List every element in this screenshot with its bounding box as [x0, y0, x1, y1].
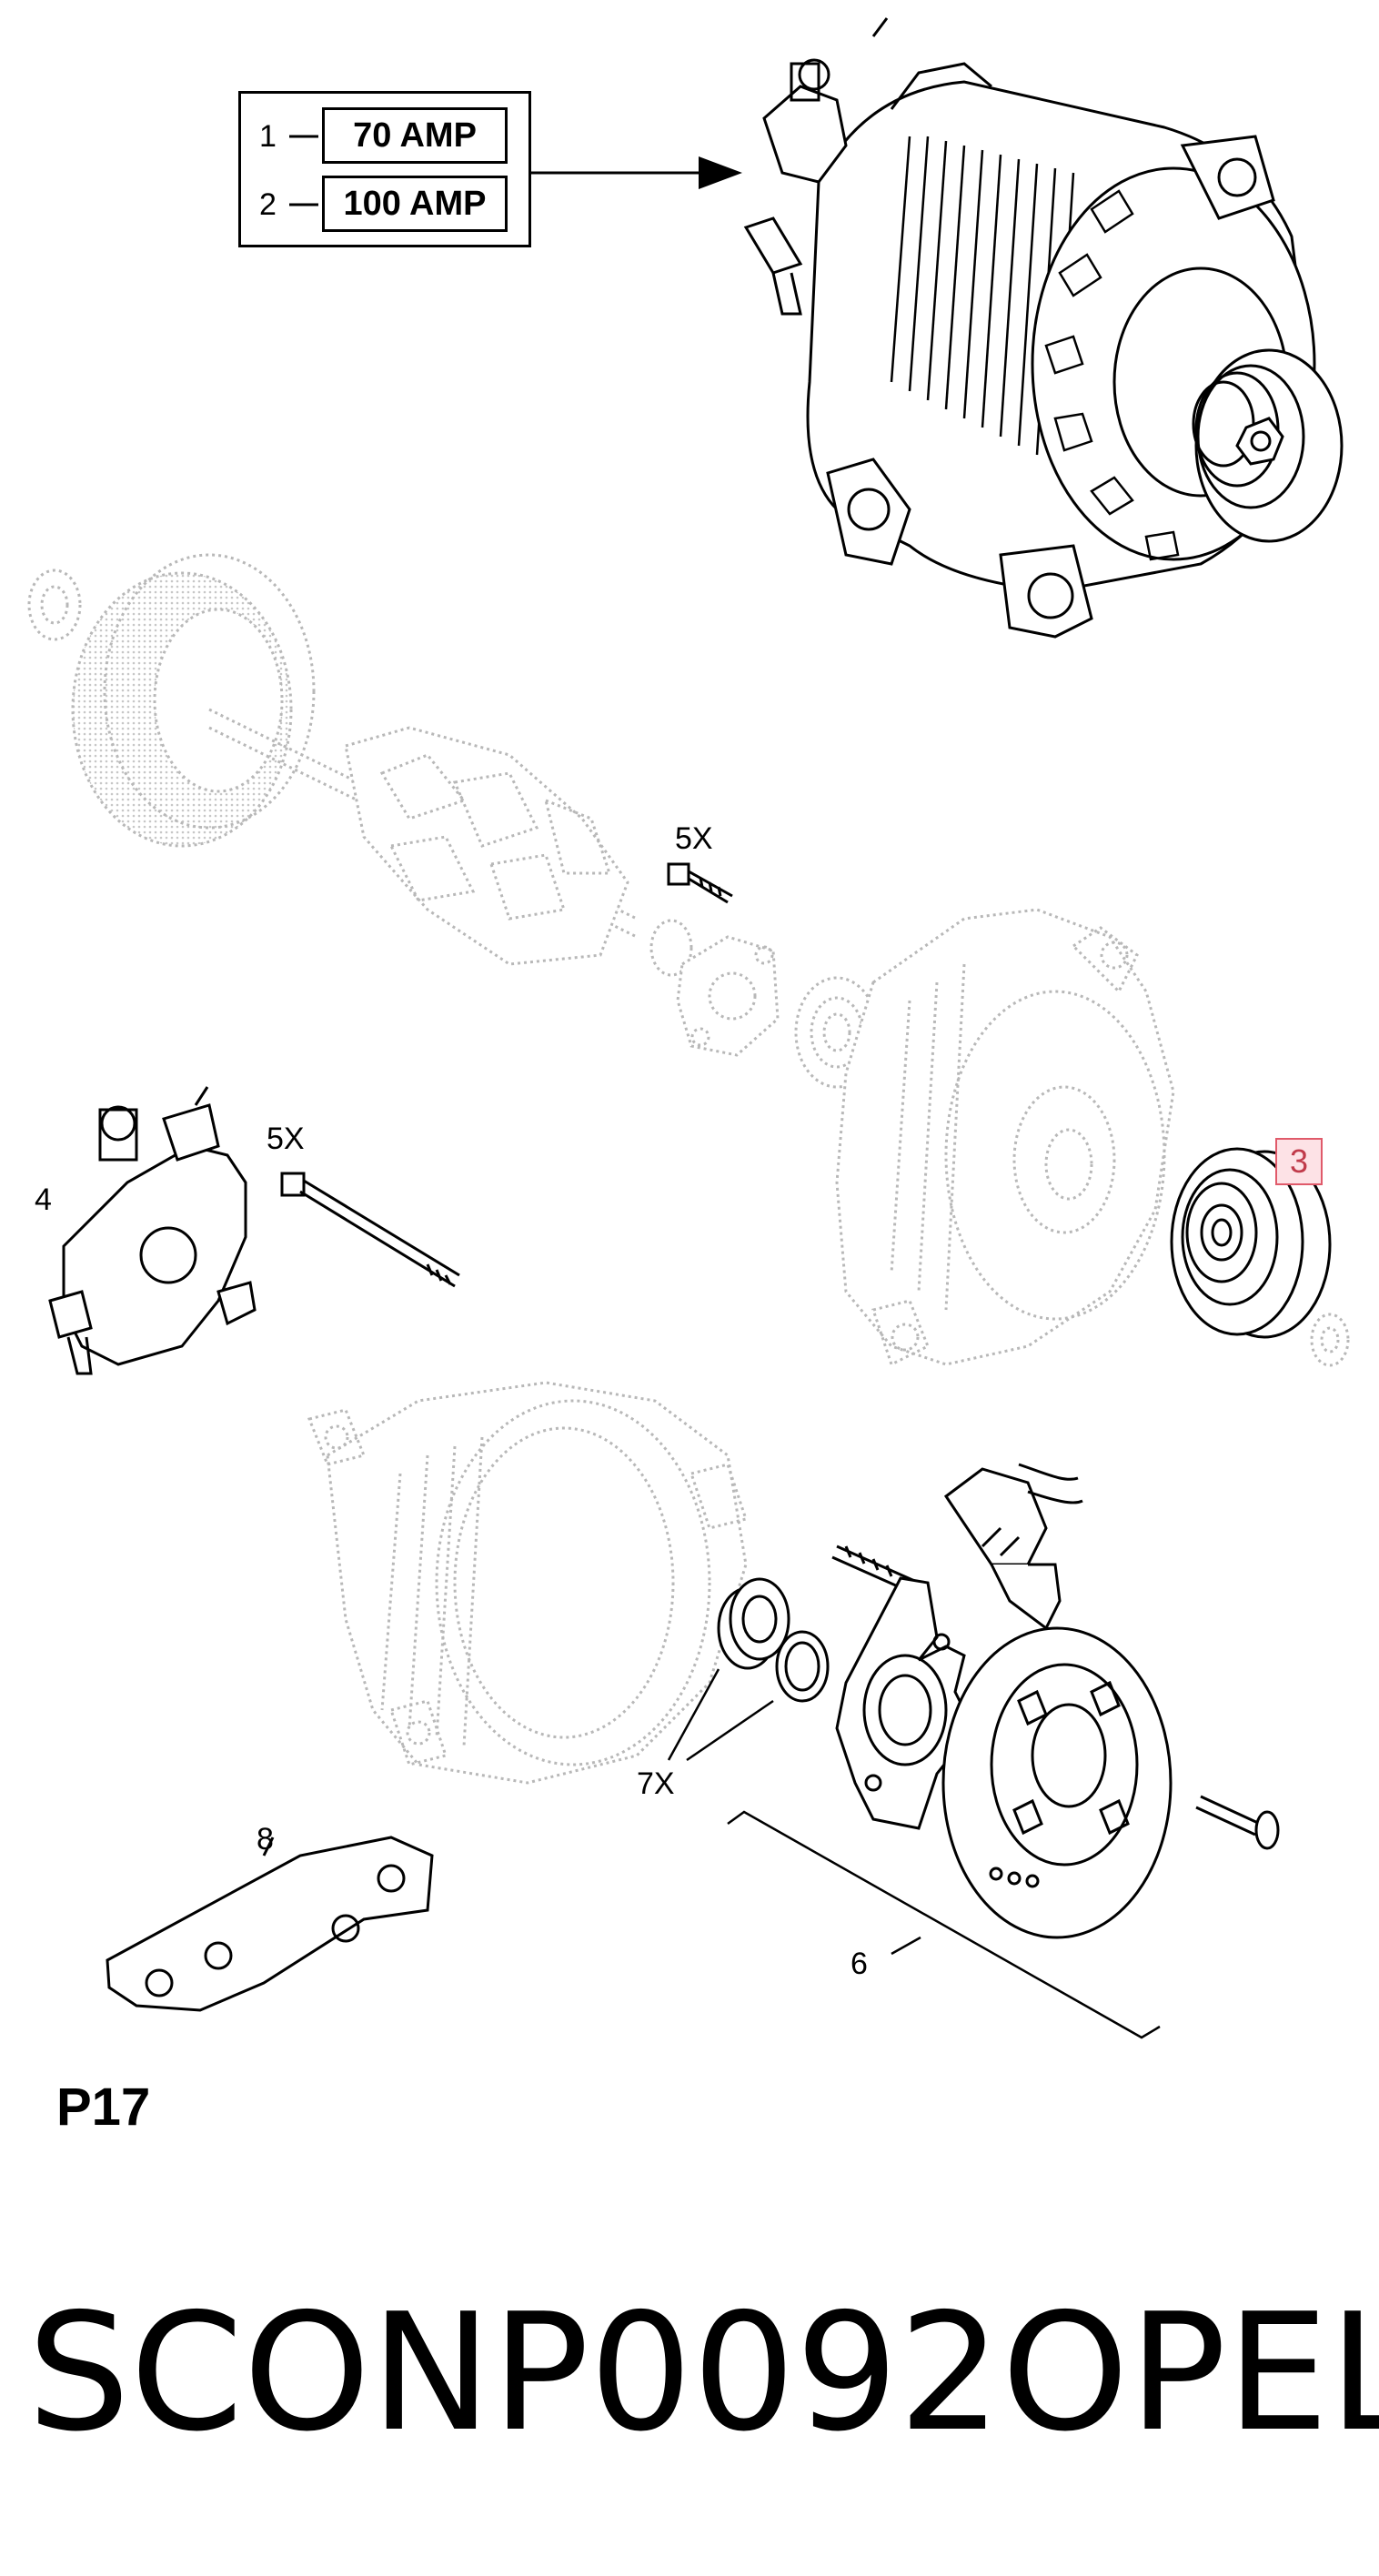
brush-holder	[943, 1463, 1083, 1631]
label-6: 6	[851, 1947, 868, 1981]
item-2-number: 2	[259, 187, 277, 222]
bolt-5x-long	[280, 1172, 460, 1288]
amp-variant-box	[238, 91, 531, 247]
ghost-rotor	[208, 708, 638, 966]
footer-caption: SCONP0092 OPEL	[27, 2279, 1379, 2467]
ghost-parts	[27, 553, 1350, 1785]
ghost-rear-housing	[307, 1381, 748, 1785]
part-7x-washers	[717, 1577, 830, 1703]
ghost-front-housing	[835, 908, 1175, 1367]
ghost-stator	[71, 553, 316, 848]
part-8-bracket	[106, 1836, 434, 2012]
brand-name: OPEL	[1001, 2279, 1379, 2467]
bolt-5x-top	[667, 862, 733, 904]
part-code: SCONP0092	[27, 2279, 1002, 2467]
label-7x: 7X	[637, 1766, 675, 1801]
part-3-pulley	[1170, 1147, 1332, 1339]
leader-6	[891, 1936, 921, 1956]
rectifier-disc	[941, 1626, 1173, 1939]
leader-7x-a	[667, 1668, 720, 1761]
item-1-70-amp-label: 70 AMP	[322, 107, 508, 164]
page-code: P17	[56, 2078, 151, 2137]
item-2-100-amp-label: 100 AMP	[322, 176, 508, 232]
assembled-alternator	[743, 17, 1344, 639]
solid-parts	[48, 862, 1332, 2039]
label-3-highlight[interactable]: 3	[1275, 1138, 1323, 1185]
bracket-6	[727, 1810, 1161, 2039]
label-5x-left: 5X	[267, 1122, 305, 1156]
label-5x-top: 5X	[675, 821, 713, 856]
label-8: 8	[257, 1822, 274, 1857]
label-4: 4	[35, 1182, 52, 1217]
leader-7x-b	[686, 1699, 774, 1762]
disc-bolt	[1195, 1795, 1280, 1850]
regulator-plate	[831, 1545, 975, 1830]
item-1-number: 1	[259, 119, 277, 154]
part-4-regulator	[48, 1086, 257, 1375]
